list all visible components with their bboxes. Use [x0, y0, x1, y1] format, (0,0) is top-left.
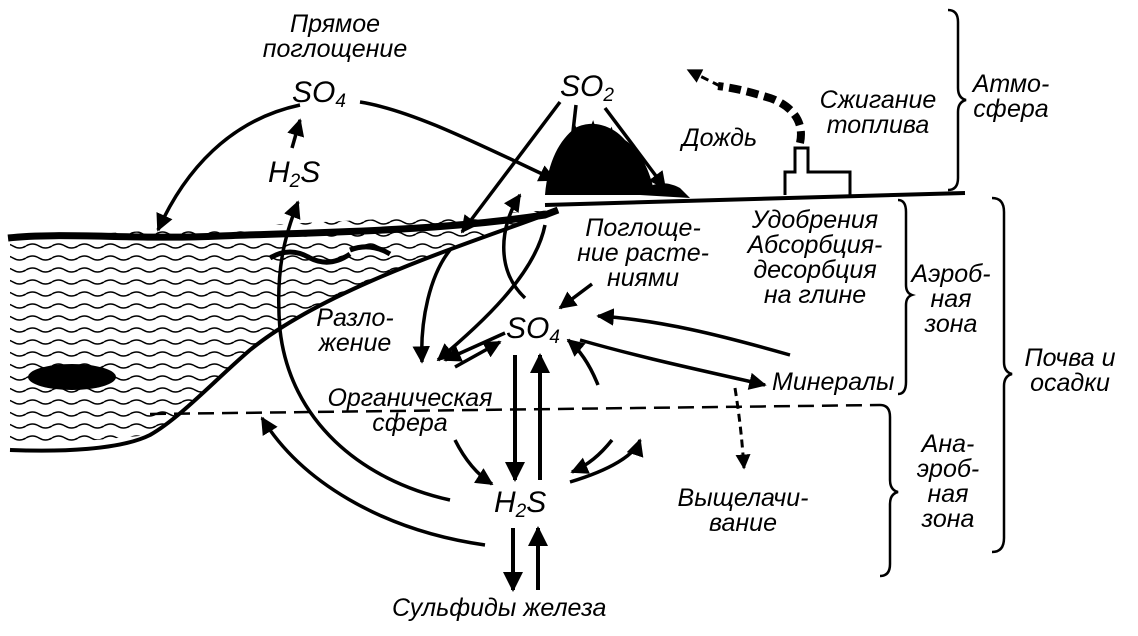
arrow-h2s-to-lake [260, 416, 486, 547]
arrow-loop-up-to-so4 [566, 338, 600, 386]
bracket-atmosphere [947, 8, 967, 192]
arrow-so2-to-ground [603, 106, 667, 190]
arrow-so4-to-organic [443, 331, 506, 362]
plant-uptake-label: Поглоще-ние расте-ниями [577, 214, 709, 292]
arrow-organic-to-h2s-top [276, 200, 451, 502]
rain-label: Дождь [682, 124, 758, 152]
h2s-atmosphere-label: H2S [268, 156, 321, 193]
arrow-smoke-dispersal [686, 68, 721, 88]
ground-surface [544, 191, 966, 207]
so2-label: SO2 [560, 70, 614, 107]
atmosphere-label: Атмо-сфера [972, 70, 1050, 123]
arrow-so4-to-minerals [579, 338, 767, 390]
arrow-decomposition-up [502, 193, 527, 300]
bracket-aerobic [897, 198, 916, 396]
aerobic-anaerobic-boundary [149, 403, 881, 416]
arrow-so4-uptake [558, 282, 594, 310]
decomposition-label: Разло-жение [316, 304, 394, 357]
lake-shoreline [9, 208, 559, 453]
water-body [10, 210, 558, 448]
arrow-so4-to-water [156, 103, 301, 232]
so4-atmosphere-label: SO4 [292, 76, 346, 113]
smoke-plume [717, 82, 805, 144]
arrow-so2-to-water [460, 100, 562, 234]
leaching-label: Выщелачи-вание [677, 484, 809, 537]
arrow-loop-to-h2s [570, 438, 614, 474]
bracket-anaerobic [879, 403, 899, 578]
arrow-so4-to-vegetation [359, 100, 557, 182]
minerals-label: Минералы [772, 368, 895, 396]
arrow-uptake-down [412, 248, 452, 364]
arrow-h2s-to-so4 [287, 118, 305, 149]
iron-sulfides-label: Сульфиды железа [392, 594, 607, 622]
h2s-soil-label: H2S [494, 486, 547, 523]
bracket-soil [991, 196, 1013, 554]
arrow-leaching [733, 387, 751, 470]
so4-soil-label: SO4 [506, 312, 560, 349]
arrow-minerals-to-so4 [596, 308, 791, 357]
arrow-organic-to-h2s [453, 439, 494, 486]
factory [783, 146, 852, 195]
arrow-h2s-loop-right [569, 438, 644, 484]
arrow-so2-to-vegetation [563, 104, 581, 160]
arrow-organic-to-so4 [454, 340, 502, 369]
lake-sediment-mound [28, 364, 116, 390]
vegetation [545, 120, 690, 198]
